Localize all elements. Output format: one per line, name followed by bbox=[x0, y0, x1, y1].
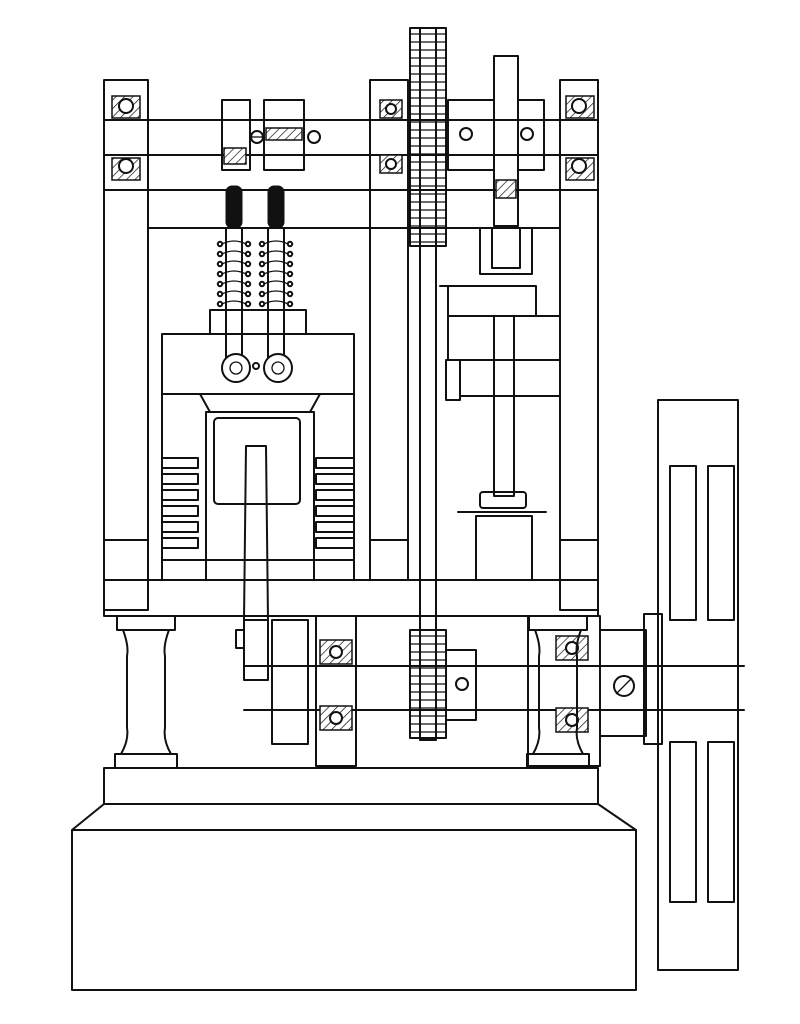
column-cap bbox=[116, 615, 176, 631]
cooling-fin bbox=[315, 473, 355, 485]
cylinder-head bbox=[161, 309, 355, 395]
spring-coil-end bbox=[258, 270, 266, 278]
spring-coil-end bbox=[286, 270, 294, 278]
column-base bbox=[114, 753, 178, 769]
spring-coil-end bbox=[244, 240, 252, 248]
spring-coil bbox=[221, 280, 247, 285]
cooling-fin bbox=[161, 489, 199, 501]
spring-coil-end bbox=[286, 240, 294, 248]
spring-coil bbox=[263, 270, 289, 275]
cooling-fin bbox=[161, 521, 199, 533]
spring-coil-end bbox=[244, 290, 252, 298]
spring-coil-end bbox=[258, 300, 266, 308]
spring-coil-end bbox=[258, 260, 266, 268]
spring-coil-end bbox=[258, 250, 266, 258]
cooling-fin bbox=[315, 521, 355, 533]
spring-coil bbox=[221, 240, 247, 245]
spring-coil bbox=[221, 260, 247, 265]
spring-coil-end bbox=[244, 280, 252, 288]
cooling-fin bbox=[315, 537, 355, 549]
spring-coil-end bbox=[286, 250, 294, 258]
spring-coil bbox=[263, 290, 289, 295]
spring-coil-end bbox=[286, 300, 294, 308]
spring-coil bbox=[221, 270, 247, 275]
column-base bbox=[526, 753, 590, 769]
connecting-rod bbox=[235, 445, 269, 681]
cam-follower-push-rod bbox=[439, 55, 561, 581]
spring-coil-end bbox=[216, 270, 224, 278]
spring-coil-end bbox=[216, 300, 224, 308]
crankshaft-bearings bbox=[243, 615, 745, 767]
spring-coil bbox=[263, 260, 289, 265]
cooling-fin bbox=[315, 457, 355, 469]
flywheel bbox=[599, 399, 739, 971]
valve-springs bbox=[216, 185, 294, 371]
upper-bearing-housings bbox=[111, 95, 595, 181]
cooling-fin bbox=[315, 489, 355, 501]
spring-coil-end bbox=[286, 260, 294, 268]
cooling-fin bbox=[161, 473, 199, 485]
spring-coil bbox=[263, 240, 289, 245]
cooling-fin bbox=[161, 505, 199, 517]
frame bbox=[103, 79, 599, 617]
spring-coil-end bbox=[216, 290, 224, 298]
cooling-fin bbox=[315, 505, 355, 517]
spring-coil bbox=[263, 250, 289, 255]
spring-coil bbox=[221, 250, 247, 255]
spring-coil-end bbox=[216, 240, 224, 248]
spring-coil-end bbox=[216, 250, 224, 258]
spring-coil-end bbox=[216, 280, 224, 288]
camshaft-gear-train bbox=[409, 27, 495, 741]
spring-coil-end bbox=[286, 280, 294, 288]
support-columns bbox=[114, 615, 590, 769]
spring-coil bbox=[221, 300, 247, 305]
spring-coil-end bbox=[258, 280, 266, 288]
spring-coil-end bbox=[244, 260, 252, 268]
cooling-fin bbox=[161, 537, 199, 549]
base-plinth bbox=[71, 767, 637, 991]
spring-coil-end bbox=[244, 270, 252, 278]
spring-coil-end bbox=[244, 250, 252, 258]
piston bbox=[213, 417, 301, 505]
spring-coil bbox=[221, 290, 247, 295]
column-shaft bbox=[120, 629, 172, 755]
spring-coil-end bbox=[258, 290, 266, 298]
spring-coil-end bbox=[258, 240, 266, 248]
spring-coil-end bbox=[286, 290, 294, 298]
spring-coil-end bbox=[216, 260, 224, 268]
cylinder-bolts bbox=[252, 362, 260, 370]
spring-coil-end bbox=[244, 300, 252, 308]
column-cap bbox=[528, 615, 588, 631]
cooling-fin bbox=[161, 457, 199, 469]
valve-rocker-assembly bbox=[221, 99, 321, 171]
spring-coil bbox=[263, 300, 289, 305]
cylinder-with-cooling-fins bbox=[161, 393, 355, 581]
spring-coil bbox=[263, 280, 289, 285]
